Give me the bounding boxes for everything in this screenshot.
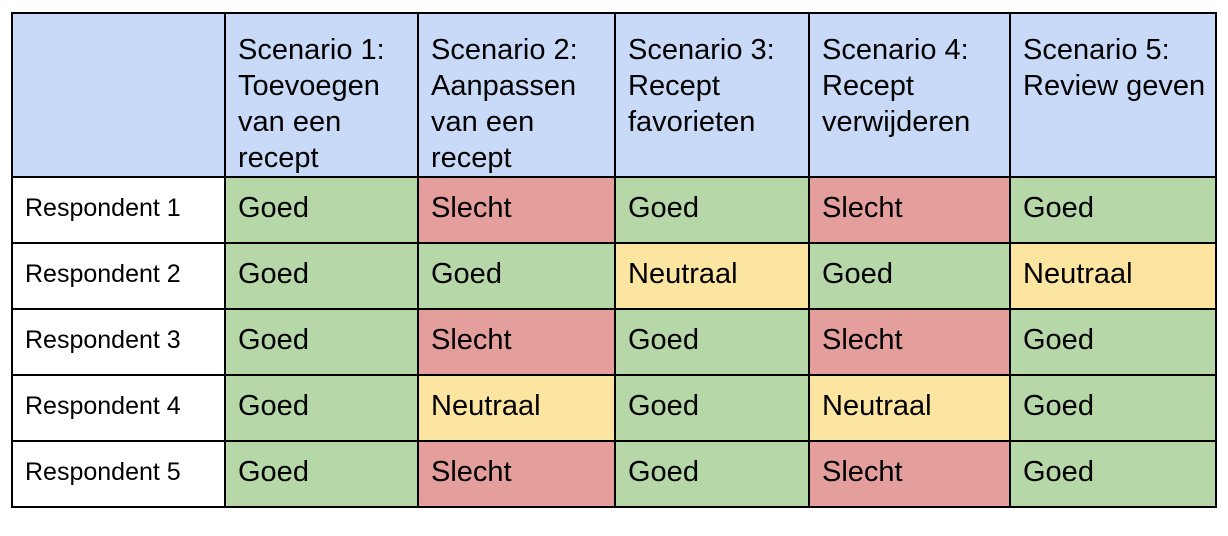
result-cell: Goed (614, 440, 810, 508)
header-scenario-1: Scenario 1: Toevoegen van een recept (224, 12, 419, 178)
table-row: Respondent 3 Goed Slecht Goed Slecht Goe… (11, 308, 1217, 376)
header-corner-cell (11, 12, 226, 178)
result-cell: Goed (808, 242, 1011, 310)
header-scenario-2: Scenario 2: Aanpassen van een recept (417, 12, 616, 178)
result-cell: Goed (224, 308, 419, 376)
result-cell: Goed (417, 242, 616, 310)
result-cell: Goed (1009, 308, 1217, 376)
result-cell: Goed (614, 176, 810, 244)
result-cell: Neutraal (417, 374, 616, 442)
result-cell: Neutraal (808, 374, 1011, 442)
result-cell: Slecht (808, 440, 1011, 508)
result-cell: Goed (1009, 374, 1217, 442)
header-row: Scenario 1: Toevoegen van een recept Sce… (11, 12, 1217, 178)
table-row: Respondent 1 Goed Slecht Goed Slecht Goe… (11, 176, 1217, 244)
table-row: Respondent 5 Goed Slecht Goed Slecht Goe… (11, 440, 1217, 508)
result-cell: Goed (1009, 176, 1217, 244)
result-cell: Goed (1009, 440, 1217, 508)
results-table: Scenario 1: Toevoegen van een recept Sce… (11, 12, 1217, 508)
result-cell: Slecht (417, 440, 616, 508)
result-cell: Slecht (417, 176, 616, 244)
result-cell: Goed (614, 308, 810, 376)
row-label: Respondent 1 (11, 176, 226, 244)
result-cell: Goed (224, 176, 419, 244)
result-cell: Slecht (808, 176, 1011, 244)
result-cell: Slecht (417, 308, 616, 376)
result-cell: Goed (224, 374, 419, 442)
result-cell: Slecht (808, 308, 1011, 376)
result-cell: Goed (224, 242, 419, 310)
result-cell: Neutraal (614, 242, 810, 310)
row-label: Respondent 4 (11, 374, 226, 442)
result-cell: Neutraal (1009, 242, 1217, 310)
header-scenario-4: Scenario 4: Recept verwijderen (808, 12, 1011, 178)
result-cell: Goed (224, 440, 419, 508)
row-label: Respondent 5 (11, 440, 226, 508)
table-row: Respondent 4 Goed Neutraal Goed Neutraal… (11, 374, 1217, 442)
result-cell: Goed (614, 374, 810, 442)
results-table-container: Scenario 1: Toevoegen van een recept Sce… (11, 12, 1217, 508)
header-scenario-3: Scenario 3: Recept favorieten (614, 12, 810, 178)
row-label: Respondent 2 (11, 242, 226, 310)
table-row: Respondent 2 Goed Goed Neutraal Goed Neu… (11, 242, 1217, 310)
row-label: Respondent 3 (11, 308, 226, 376)
header-scenario-5: Scenario 5: Review geven (1009, 12, 1217, 178)
